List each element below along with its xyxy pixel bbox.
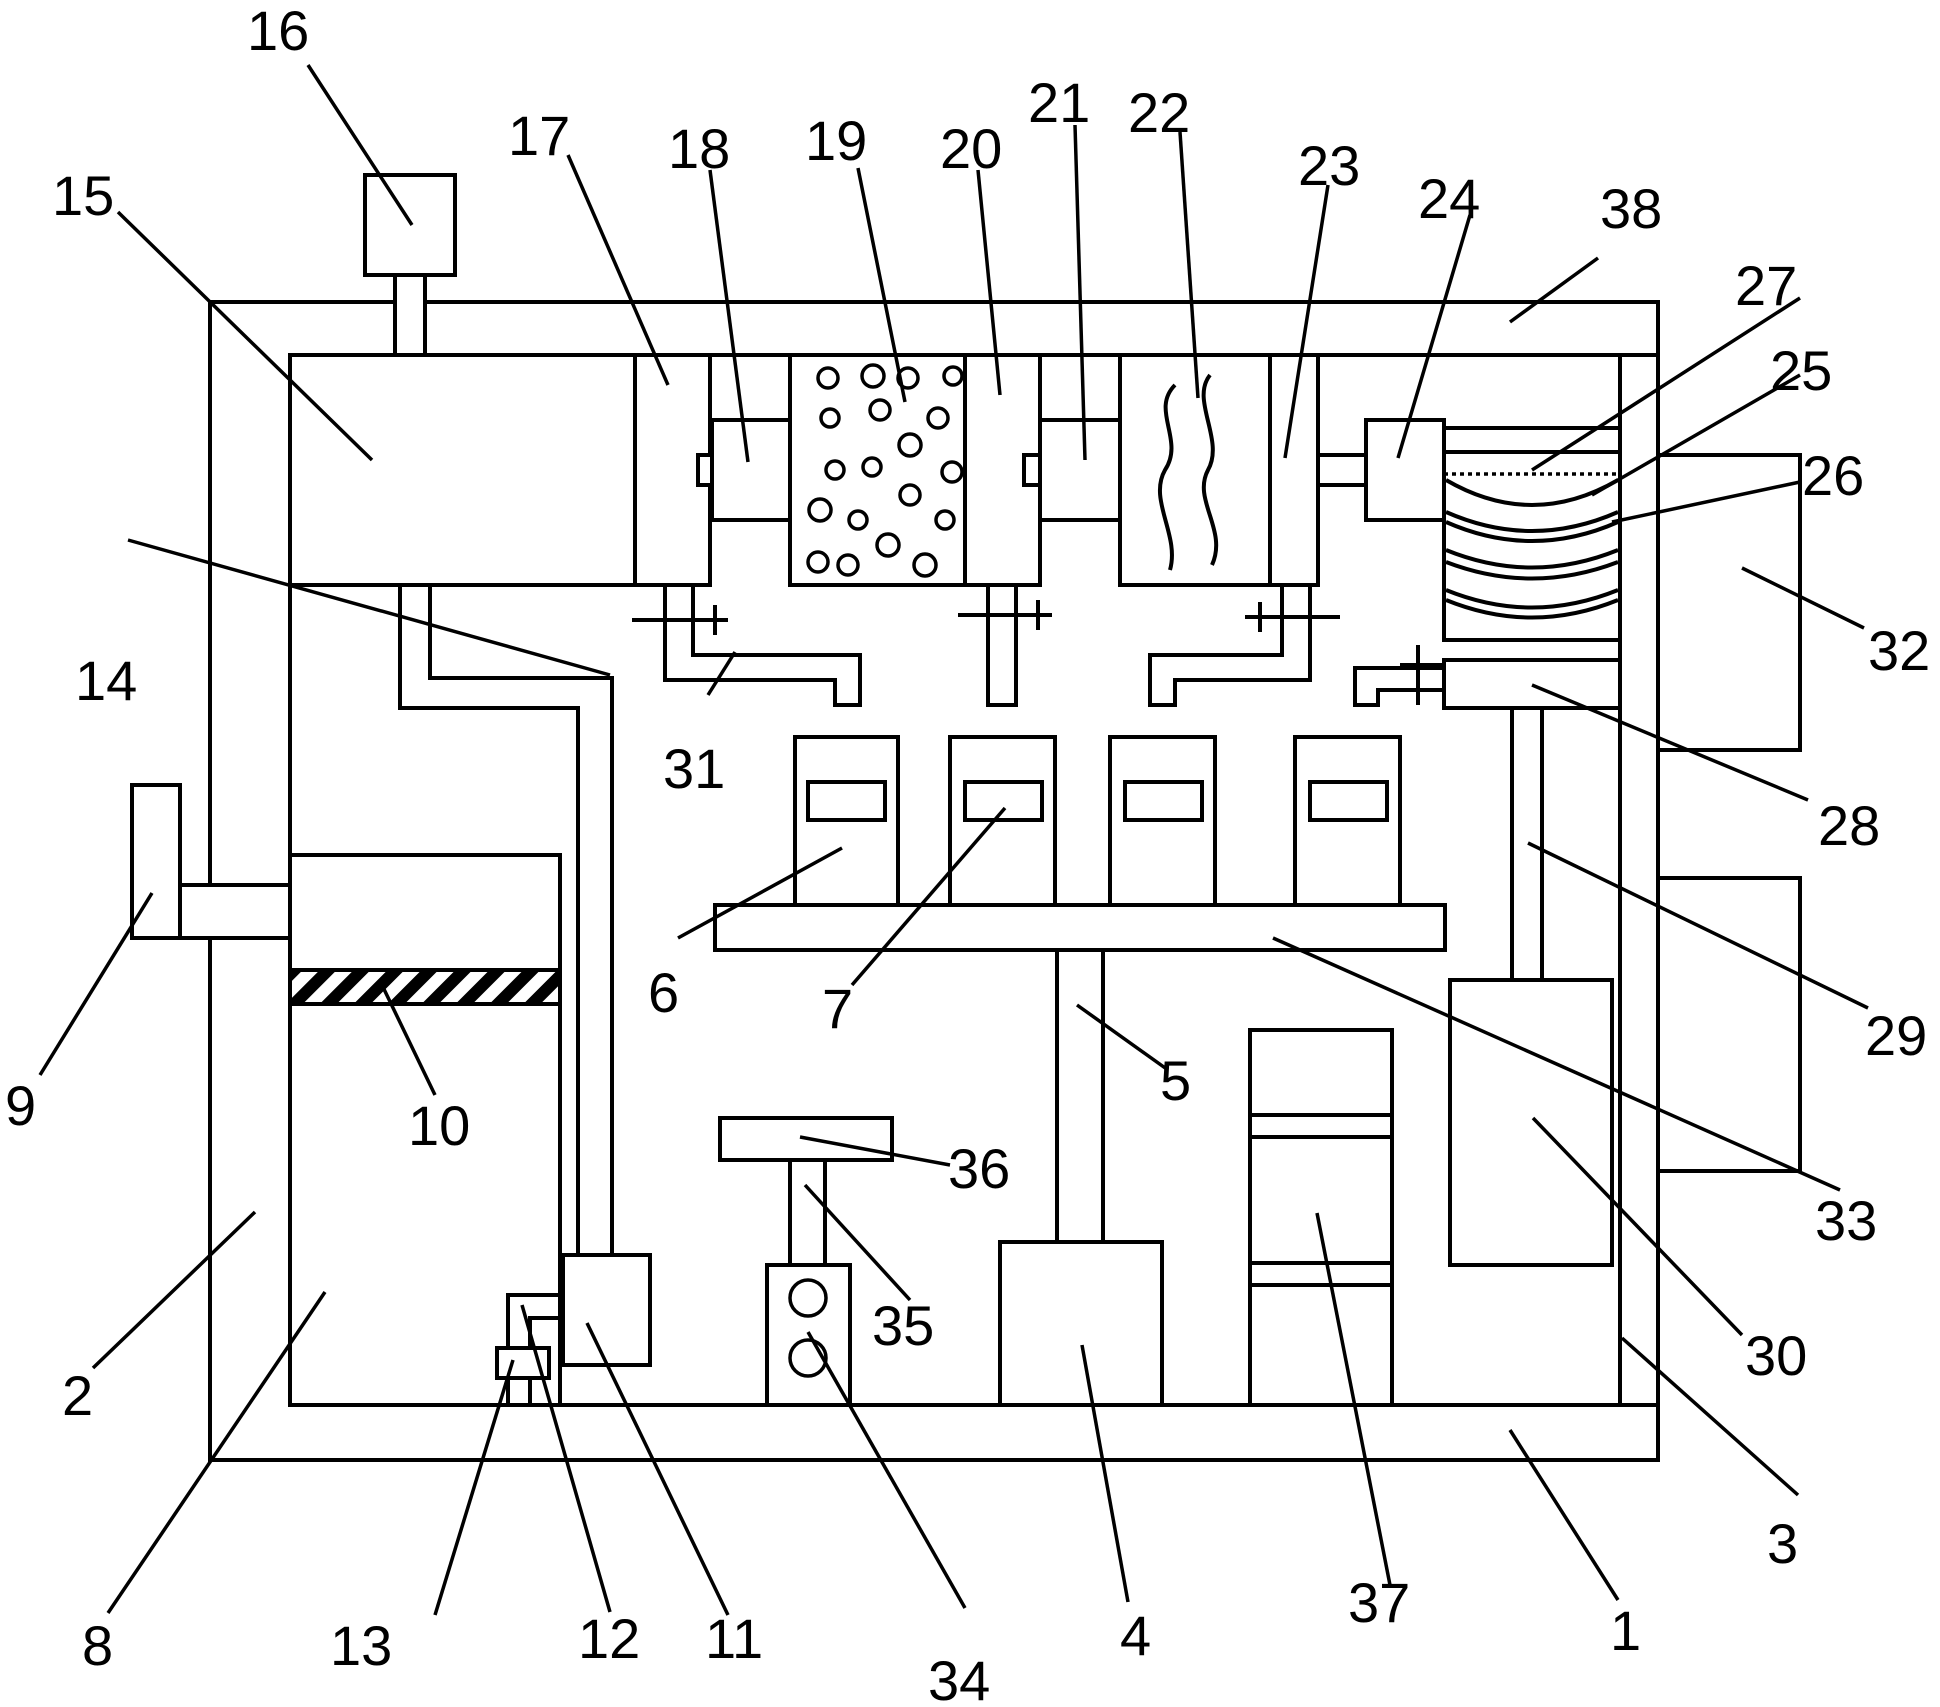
label-32: 32: [1868, 619, 1930, 682]
label-4: 4: [1120, 1604, 1151, 1667]
label-6: 6: [648, 961, 679, 1024]
label-24: 24: [1418, 167, 1480, 230]
reference-labels: 16 15 17 18 19 20 21 22 23 24 38 27 25 2…: [5, 0, 1930, 1707]
left-section: [130, 585, 652, 1407]
label-33: 33: [1815, 1189, 1877, 1252]
label-26: 26: [1802, 444, 1864, 507]
outlet-pipe-28: [1353, 666, 1444, 707]
nozzle-21-left: [1022, 453, 1042, 487]
label-21: 21: [1028, 71, 1090, 134]
column-5: [1055, 948, 1105, 1244]
filter-housing-23: [1268, 353, 1320, 587]
stack-37: [1248, 1028, 1394, 1407]
label-23: 23: [1298, 134, 1360, 197]
label-18: 18: [668, 117, 730, 180]
tank-8: [288, 853, 562, 1407]
label-3: 3: [1767, 1512, 1798, 1575]
label-17: 17: [508, 104, 570, 167]
coil-5: [1445, 560, 1619, 581]
tray-33: [713, 903, 1447, 952]
label-14: 14: [75, 649, 137, 712]
pump-11: [561, 1253, 652, 1367]
label-29: 29: [1865, 1004, 1927, 1067]
coil-7: [1445, 598, 1619, 620]
bubbles: [806, 363, 964, 578]
cup-row: [713, 735, 1447, 1407]
right-liner: [1618, 353, 1660, 1407]
stack-37-band-2: [1248, 1261, 1394, 1287]
label-22: 22: [1128, 81, 1190, 144]
fiber-filter-22: [1118, 353, 1272, 587]
label-13: 13: [330, 1614, 392, 1677]
outlet-pipe-right: [1148, 585, 1312, 707]
label-9: 9: [5, 1074, 36, 1137]
top-stack: [288, 173, 1622, 1267]
coil-6: [1445, 588, 1619, 610]
fiber-wave-1: [1158, 383, 1177, 571]
outlet-pipe-left: [663, 585, 862, 707]
label-37: 37: [1348, 1571, 1410, 1634]
cup-4-window: [1308, 780, 1389, 822]
label-12: 12: [578, 1607, 640, 1670]
collector-28: [1442, 658, 1622, 710]
top-tank: [288, 353, 637, 587]
label-7: 7: [822, 977, 853, 1040]
coil-2: [1445, 510, 1619, 533]
pipe-24: [1316, 453, 1368, 487]
cup-3-window: [1123, 780, 1204, 822]
label-28: 28: [1818, 794, 1880, 857]
label-16: 16: [247, 0, 309, 62]
label-36: 36: [948, 1137, 1010, 1200]
label-34: 34: [928, 1649, 990, 1707]
label-2: 2: [62, 1364, 93, 1427]
label-25: 25: [1770, 339, 1832, 402]
coil-3: [1445, 520, 1619, 543]
outlet-pipes: [632, 585, 1444, 707]
pump-21: [1038, 418, 1122, 522]
label-15: 15: [52, 164, 114, 227]
cup-2-window: [963, 780, 1044, 822]
label-8: 8: [82, 1614, 113, 1677]
label-38: 38: [1600, 177, 1662, 240]
stack-37-band-1: [1248, 1113, 1394, 1139]
label-11: 11: [705, 1607, 763, 1670]
coil-4: [1445, 548, 1619, 570]
label-5: 5: [1160, 1049, 1191, 1112]
label-31: 31: [663, 737, 725, 800]
fiber-wave-2: [1201, 373, 1219, 566]
box-32: [1656, 453, 1802, 752]
box-lower-right: [1656, 876, 1802, 1173]
post-35: [788, 1158, 827, 1267]
label-20: 20: [940, 117, 1002, 180]
filter-layer-10: [288, 968, 562, 1006]
base-4: [998, 1240, 1164, 1407]
unit-30: [1448, 978, 1614, 1267]
label-35: 35: [872, 1294, 934, 1357]
right-external: [1656, 453, 1802, 1173]
label-1: 1: [1610, 1599, 1641, 1662]
nozzle-18-left: [696, 453, 714, 487]
pump-18: [710, 418, 792, 522]
rod-29: [1510, 706, 1544, 982]
cup-1-window: [806, 780, 887, 822]
label-19: 19: [805, 109, 867, 172]
label-10: 10: [408, 1094, 470, 1157]
knob-2: [788, 1338, 828, 1378]
inlet-9-pipe: [178, 883, 292, 940]
outlet-pipe-middle: [986, 585, 1018, 707]
knob-1: [788, 1278, 828, 1318]
label-30: 30: [1745, 1324, 1807, 1387]
label-27: 27: [1735, 254, 1797, 317]
leader-lines: [38, 64, 1869, 1616]
